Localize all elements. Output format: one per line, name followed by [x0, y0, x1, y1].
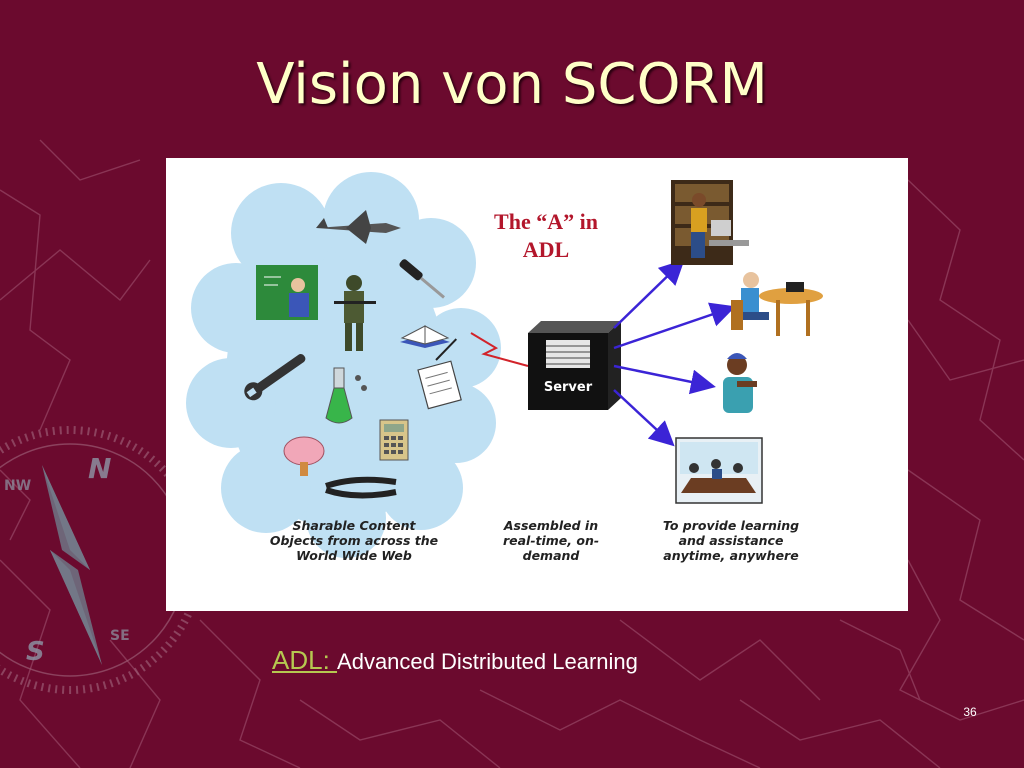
page-number: 36	[963, 705, 977, 719]
book-icon	[400, 325, 450, 348]
worker-icon	[723, 353, 757, 413]
brain-icon	[283, 436, 325, 476]
library-user-icon	[671, 180, 749, 265]
abbr-link[interactable]: ADL:	[272, 645, 338, 675]
server-label: Server	[543, 380, 593, 395]
footer-caption: ADL: Advanced Distributed Learning	[272, 645, 638, 676]
distribution-arrows	[613, 259, 736, 447]
left-caption: Sharable Content Objects from across the…	[269, 518, 439, 563]
svg-text:SE: SE	[110, 628, 130, 644]
flask-icon	[325, 367, 367, 424]
diagram-graphics	[186, 172, 823, 558]
svg-text:NW: NW	[4, 478, 31, 494]
abbr-expansion: Advanced Distributed Learning	[337, 649, 638, 674]
wrench-icon	[244, 354, 306, 401]
pliers-icon	[325, 476, 397, 499]
diagram-panel: The “A” in ADL Server Sharable Content O…	[166, 158, 908, 611]
server-icon	[528, 321, 621, 410]
svg-text:S: S	[26, 637, 45, 667]
student-desk-icon	[731, 272, 823, 336]
soldier-icon	[334, 275, 376, 351]
right-caption: To provide learning and assistance anyti…	[662, 518, 800, 563]
calculator-icon	[379, 419, 409, 461]
center-caption: Assembled in real-time, on- demand	[502, 518, 600, 563]
meeting-icon	[675, 437, 763, 504]
diagram-heading: The “A” in ADL	[494, 209, 598, 262]
document-icon	[417, 338, 462, 410]
teacher-icon	[256, 265, 318, 320]
jet-icon	[316, 210, 401, 244]
network-link	[470, 332, 529, 367]
screwdriver-icon	[399, 259, 445, 299]
svg-text:N: N	[88, 452, 111, 485]
slide-title: Vision von SCORM	[256, 52, 768, 117]
